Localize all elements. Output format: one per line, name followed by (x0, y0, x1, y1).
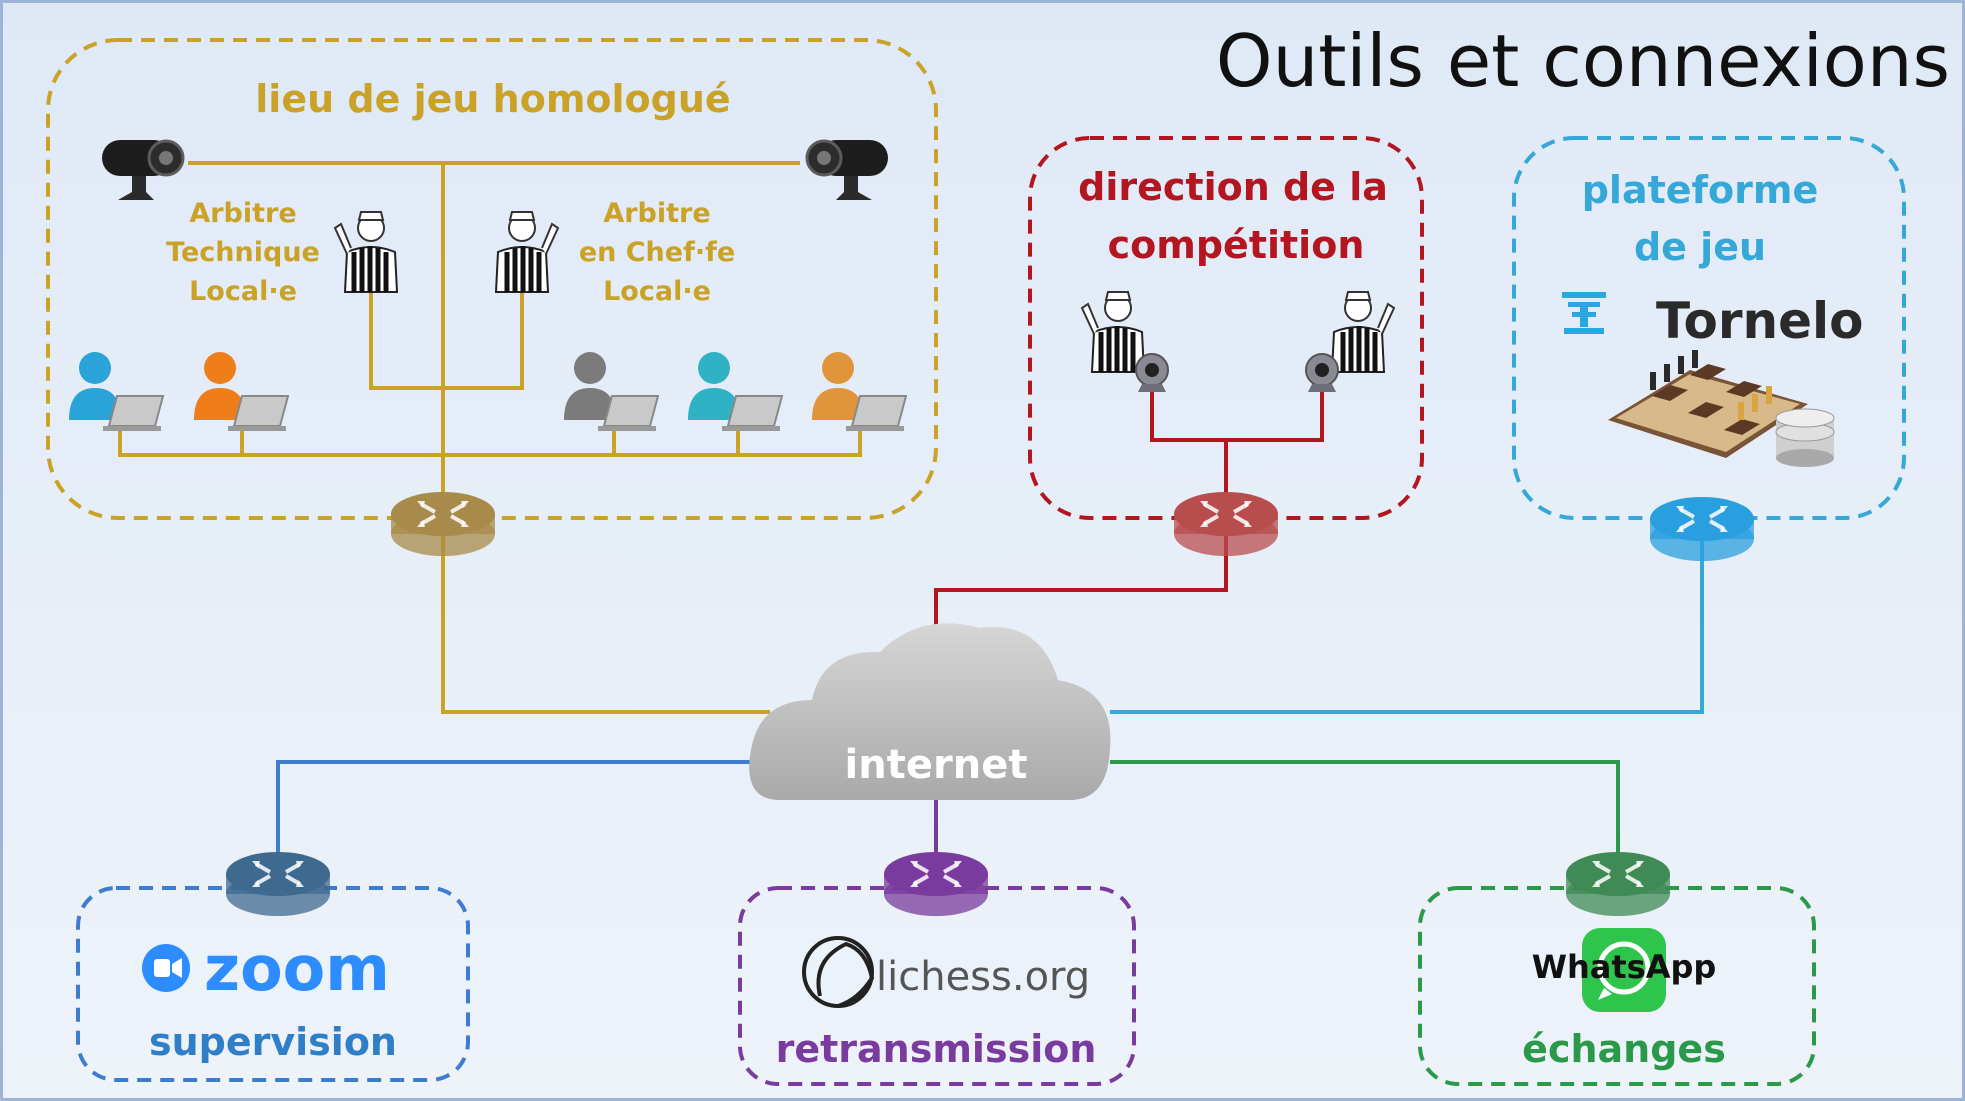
platform-router-icon (1648, 495, 1756, 563)
svg-text:en Chef·fe: en Chef·fe (579, 237, 735, 268)
zoom-logo-icon (142, 944, 190, 992)
lichess-knight-icon (802, 936, 875, 1008)
svg-text:Technique: Technique (166, 237, 320, 268)
svg-text:Arbitre: Arbitre (189, 198, 296, 229)
svg-text:Arbitre: Arbitre (603, 198, 710, 229)
arbiter-right-label: Arbitre en Chef·fe Local·e (579, 198, 735, 307)
link-venue-internet (441, 520, 770, 714)
tornelo-logo-icon (1562, 292, 1606, 334)
diagram-title: Outils et connexions (1216, 19, 1950, 103)
venue-wiring (118, 161, 862, 495)
whatsapp-box (1418, 886, 1816, 1086)
link-platform-internet (1110, 525, 1704, 714)
platform-label-line1: plateforme (1582, 168, 1819, 212)
svg-text:Local·e: Local·e (603, 276, 711, 307)
tornelo-brand: Tornelo (1656, 292, 1863, 350)
zoom-caption: supervision (149, 1020, 397, 1064)
whatsapp-router-icon (1564, 850, 1672, 918)
direction-label-line1: direction de la (1078, 165, 1388, 209)
whatsapp-logo-icon (1582, 928, 1666, 1012)
link-zoom-internet (276, 760, 760, 855)
zoom-brand: zoom (204, 932, 390, 1005)
direction-router-icon (1172, 490, 1280, 558)
whatsapp-brand: WhatsApp (1532, 948, 1717, 986)
whatsapp-caption: échanges (1522, 1027, 1726, 1071)
lichess-box (738, 886, 1136, 1086)
venue-router-icon (389, 490, 497, 558)
platform-label-line2: de jeu (1634, 225, 1766, 269)
lichess-router-icon (882, 850, 990, 918)
svg-text:Local·e: Local·e (189, 276, 297, 307)
chessboard-icon (1608, 350, 1835, 467)
venue-label: lieu de jeu homologué (255, 77, 730, 121)
arbiter-left-label: Arbitre Technique Local·e (166, 198, 320, 307)
link-whatsapp-internet (1110, 760, 1620, 855)
lichess-caption: retransmission (776, 1027, 1097, 1071)
database-icon (1775, 408, 1835, 467)
zoom-router-icon (224, 850, 332, 918)
direction-label-line2: compétition (1108, 223, 1365, 267)
internet-label: internet (845, 742, 1028, 788)
direction-wiring (1150, 388, 1324, 442)
lichess-brand: lichess.org (876, 954, 1090, 1000)
internet-cloud-icon (749, 623, 1111, 800)
